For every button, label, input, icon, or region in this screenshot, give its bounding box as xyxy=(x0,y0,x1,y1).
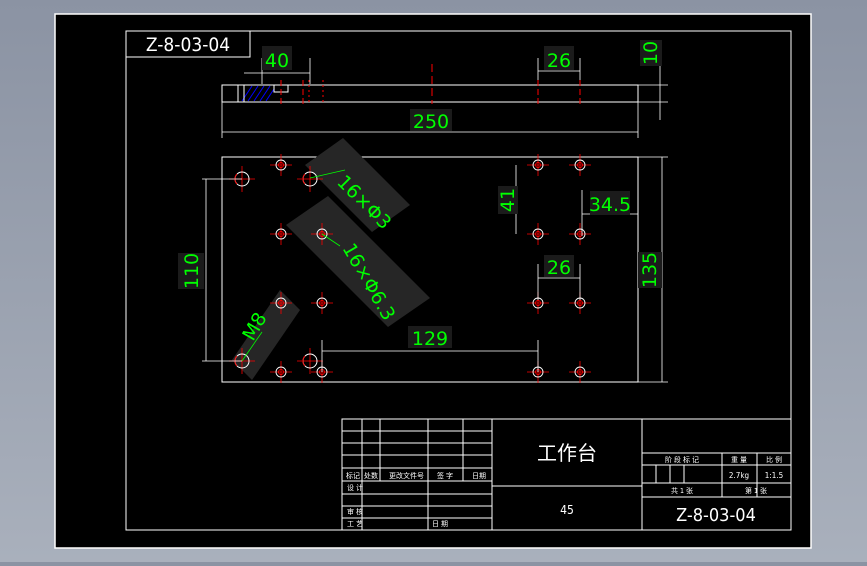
tb-process-label: 工 艺 xyxy=(347,520,363,528)
hole-small-inner xyxy=(577,162,583,168)
tb-header-count: 处数 xyxy=(364,471,378,480)
hole-small-inner xyxy=(278,231,284,237)
dim-10: 10 xyxy=(638,40,668,120)
dim-26-mid: 26 xyxy=(537,255,581,300)
dim-26-mid-text: 26 xyxy=(547,257,571,279)
tb-review-label: 审 核 xyxy=(347,507,363,516)
scale-value: 1:1.5 xyxy=(765,471,783,480)
weight-value: 2.7kg xyxy=(729,471,749,480)
dim-40: 40 xyxy=(244,46,311,84)
part-name: 工作台 xyxy=(537,441,597,465)
dim-110: 110 xyxy=(178,178,242,362)
hole-small-inner xyxy=(577,300,583,306)
hole-small xyxy=(574,228,586,240)
dim-129-text: 129 xyxy=(412,328,448,350)
tb-stage-label: 阶 段 标 记 xyxy=(665,455,699,464)
hole-small xyxy=(275,159,287,171)
hole-pattern xyxy=(229,154,591,383)
hole-small xyxy=(532,159,544,171)
hole-small xyxy=(275,297,287,309)
dim-250: 250 xyxy=(221,102,639,138)
hole-small xyxy=(316,228,328,240)
tb-scale-label: 比 例 xyxy=(766,455,782,464)
tb-date-label: 日 期 xyxy=(432,520,448,528)
hole-small xyxy=(574,366,586,378)
dim-34-5-text: 34.5 xyxy=(589,194,631,216)
tb-header-mark: 标记 xyxy=(346,471,360,480)
hole-small-inner xyxy=(319,231,325,237)
dim-26-top: 26 xyxy=(537,46,581,80)
hole-small-inner xyxy=(278,300,284,306)
hole-small xyxy=(275,366,287,378)
hole-small xyxy=(316,297,328,309)
dim-135: 135 xyxy=(638,156,668,383)
dim-10-text: 10 xyxy=(640,41,662,65)
hole-small xyxy=(574,159,586,171)
dim-34-5: 34.5 xyxy=(581,190,638,236)
code-box: Z-8-03-04 xyxy=(125,30,251,58)
side-view xyxy=(221,64,639,104)
title-block xyxy=(341,418,792,531)
hole-small xyxy=(275,228,287,240)
dim-129: 129 xyxy=(321,326,539,372)
drawing-code: Z-8-03-04 xyxy=(676,505,756,526)
callout-bg-16x3 xyxy=(305,138,410,232)
hole-small-inner xyxy=(535,300,541,306)
callout-bg-m8 xyxy=(232,290,300,380)
hole-small-inner xyxy=(577,231,583,237)
hole-small-inner xyxy=(278,369,284,375)
tb-design-label: 设 计 xyxy=(347,483,363,492)
dim-40-text: 40 xyxy=(265,50,289,72)
hole-small-inner xyxy=(535,231,541,237)
hole-small-inner xyxy=(319,300,325,306)
callout-leaders xyxy=(241,169,346,362)
sheet-number: 第 1 张 xyxy=(745,486,767,495)
dim-135-text: 135 xyxy=(639,252,661,288)
tb-header-change: 更改文件号 xyxy=(389,471,424,480)
tb-header-sign: 签 字 xyxy=(437,471,453,480)
hole-thread-arc xyxy=(302,173,306,185)
code-box-text: Z-8-03-04 xyxy=(146,34,230,56)
dim-110-text: 110 xyxy=(181,253,203,289)
dim-41-text: 41 xyxy=(497,188,519,212)
tb-weight-label: 重 量 xyxy=(731,456,747,464)
hole-thread-arc xyxy=(302,355,306,367)
dim-41: 41 xyxy=(497,165,519,234)
dim-26-top-text: 26 xyxy=(547,50,571,72)
hole-small xyxy=(532,228,544,240)
material: 45 xyxy=(560,503,574,517)
hole-small-inner xyxy=(278,162,284,168)
hole-small-inner xyxy=(535,162,541,168)
dim-250-text: 250 xyxy=(413,111,449,133)
sheets-total: 共 1 张 xyxy=(671,486,693,495)
tb-header-date: 日期 xyxy=(472,472,486,480)
hole-small-inner xyxy=(577,369,583,375)
